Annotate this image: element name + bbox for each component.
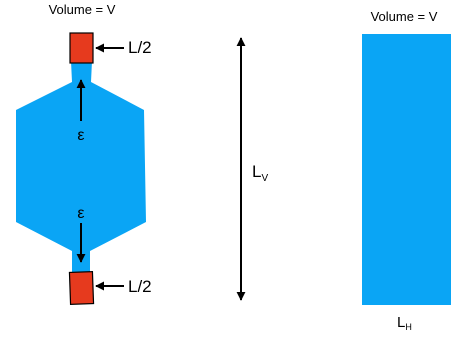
bottom-end-block [68,270,95,305]
top-strain-label: ε [77,127,84,144]
horizontal-length-label: LH [397,314,412,332]
reference-specimen [362,34,451,305]
left-volume-label: Volume = V [49,2,116,17]
top-length-label: L/2 [128,38,152,57]
bottom-strain-label: ε [77,205,84,222]
top-end-block [69,32,94,64]
bottom-length-label: L/2 [128,277,152,296]
vertical-length-label: LV [252,162,268,184]
right-volume-label: Volume = V [371,9,438,24]
stretched-specimen [16,61,146,272]
